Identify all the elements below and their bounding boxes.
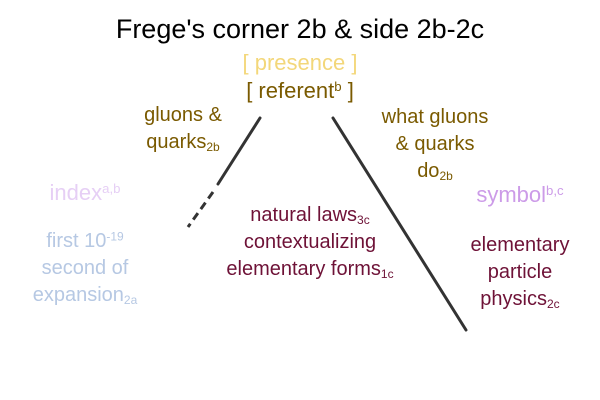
left-side-solid [216, 116, 262, 186]
referent-label: [ referentb ] [246, 78, 354, 103]
index-label: indexa,b [49, 180, 121, 205]
what-gluons-do-label: what gluons & quarks do2b [381, 106, 489, 183]
presence-label: [ presence ] [242, 50, 358, 75]
left-side-dashed [186, 191, 215, 228]
natural-laws-label: natural laws3c contextualizing elementar… [226, 204, 394, 281]
symbol-label: symbolb,c [476, 182, 564, 207]
diagram-title: Frege's corner 2b & side 2b-2c [115, 14, 485, 44]
index-description: first 10-19 second of expansion2a [32, 229, 138, 307]
gluons-quarks-label: gluons & quarks2b [144, 104, 222, 154]
symbol-description: elementary particle physics2c [470, 234, 570, 311]
right-side [331, 116, 468, 332]
